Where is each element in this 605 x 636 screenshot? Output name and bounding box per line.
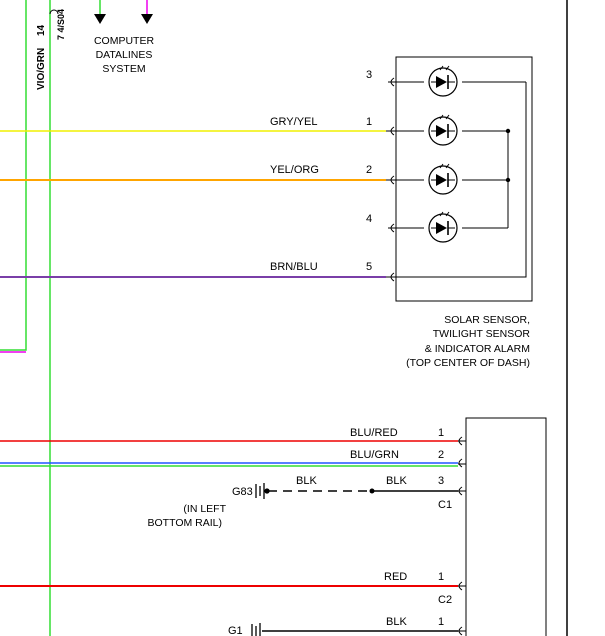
g83-name: G83 (232, 486, 253, 498)
blu-grn-label: BLU/GRN (350, 449, 399, 461)
g83-location-line-2: BOTTOM RAIL) (148, 517, 222, 529)
sensor-pin-1: 1 (366, 116, 372, 128)
g83-location-line-1: (IN LEFT (183, 503, 226, 515)
blu-red-pin: 1 (438, 427, 444, 439)
c1-wire-label: BLK (386, 475, 407, 487)
magenta-wire (0, 0, 27, 351)
red-wire-pin: 1 (438, 571, 444, 583)
brn-blu-label: BRN/BLU (270, 261, 318, 273)
datalines-label-line-1: COMPUTER (94, 35, 155, 47)
sensor-internal-wiring (398, 81, 527, 278)
datalines-arrow-1 (94, 14, 106, 24)
blu-grn-pin: 2 (438, 449, 444, 461)
sensor-caption-line-3: & INDICATOR ALARM (425, 343, 530, 355)
c1-connector-label: C1 (438, 499, 452, 511)
ground-g83-icon (255, 483, 270, 499)
lower-module-box (465, 417, 547, 636)
datalines-label-line-3: SYSTEM (102, 63, 145, 75)
sensor-caption-line-1: SOLAR SENSOR, (444, 314, 530, 326)
sensor-pin-2: 2 (366, 164, 372, 176)
c2-connector-label: C2 (438, 594, 452, 606)
sensor-junction-dots (505, 128, 511, 183)
gry-yel-label: GRY/YEL (270, 116, 318, 128)
sensor-caption-line-4: (TOP CENTER OF DASH) (406, 357, 530, 369)
sensor-pin-5: 5 (366, 261, 372, 273)
led-icon-pin-4 (428, 211, 458, 243)
vio-grn-pin: 14 (36, 24, 47, 36)
led-icon-pin-3 (428, 65, 458, 97)
sensor-pin-4: 4 (366, 213, 372, 225)
red-wire-label: RED (384, 571, 407, 583)
c1-pin: 3 (438, 475, 444, 487)
datalines-label-line-2: DATALINES (96, 49, 153, 61)
g1-pin: 1 (438, 616, 444, 628)
datalines-arrow-2 (141, 14, 153, 24)
yel-org-label: YEL/ORG (270, 164, 319, 176)
g83-wire-label: BLK (296, 475, 317, 487)
led-icon-pin-1 (428, 114, 458, 146)
sensor-box (395, 56, 533, 302)
ground-g1-icon (251, 623, 261, 636)
vio-grn-connector: 7 4/S04 (56, 9, 66, 40)
sensor-pin-3: 3 (366, 69, 372, 81)
g1-wire-label: BLK (386, 616, 407, 628)
vio-grn-label: VIO/GRN (36, 48, 47, 90)
blu-red-label: BLU/RED (350, 427, 398, 439)
sensor-caption-line-2: TWILIGHT SENSOR (433, 328, 531, 340)
led-icon-pin-2 (428, 163, 458, 195)
vio-grn-connector-symbol (49, 9, 59, 15)
lower-connector-symbols (458, 436, 466, 636)
sensor-connectors (386, 77, 398, 282)
g1-name: G1 (228, 625, 243, 636)
